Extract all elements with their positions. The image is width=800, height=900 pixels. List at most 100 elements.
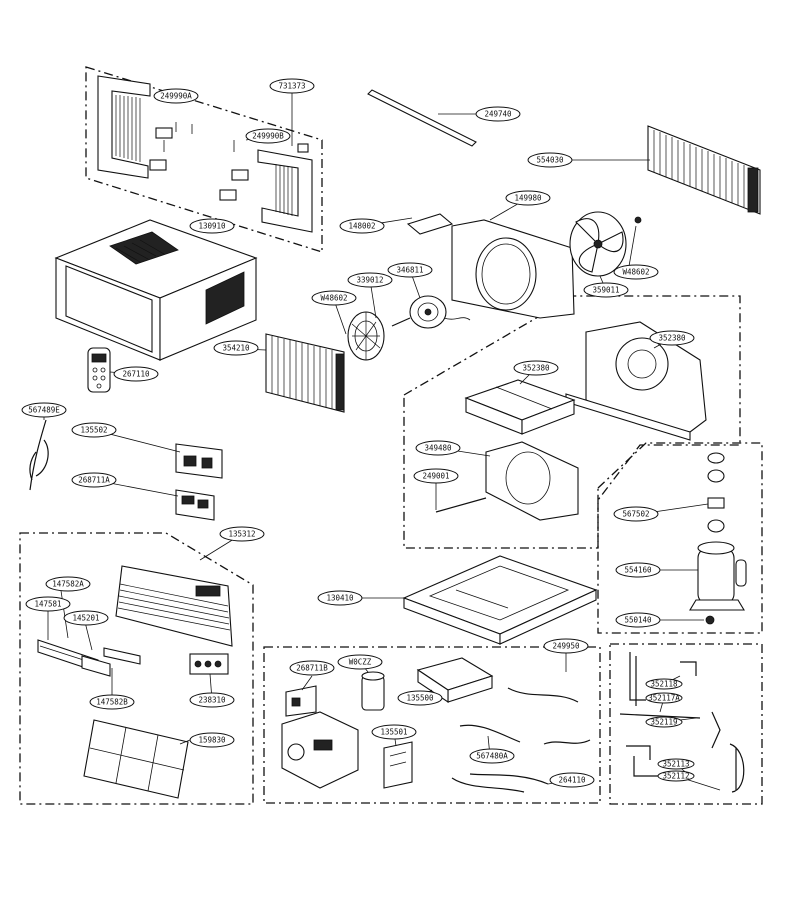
- part-callout: 148002: [339, 218, 385, 234]
- cabinet-side-louvers: [205, 271, 245, 325]
- compressor-terminal-parts: [707, 452, 725, 533]
- callout-oval: [71, 472, 117, 488]
- part-callout: W48602: [613, 264, 659, 280]
- callout-oval: [289, 660, 335, 676]
- callout-label: 349480: [424, 444, 452, 453]
- callout-label: 346811: [396, 266, 423, 275]
- part-callout: 147582B: [89, 694, 135, 710]
- callout-label: 268711A: [78, 476, 110, 485]
- compressor: [689, 541, 747, 625]
- boundary-electrical: [263, 646, 601, 804]
- air-handler-housing: [565, 321, 707, 441]
- fan-shroud: [406, 213, 575, 319]
- callout-oval: [615, 612, 661, 628]
- callout-label: 249990A: [160, 92, 192, 101]
- part-callout: 238310: [189, 692, 235, 708]
- cabinet: [54, 219, 258, 361]
- cover-plate: [416, 657, 494, 704]
- callout-label: 249001: [422, 472, 449, 481]
- part-callout: 352118: [645, 678, 683, 690]
- callout-label: 249950: [552, 642, 580, 651]
- callout-oval: [645, 716, 683, 728]
- callout-oval: [113, 366, 159, 382]
- callout-label: W0CZZ: [349, 658, 372, 667]
- callout-label: 148002: [348, 222, 375, 231]
- part-callout: 352117A: [645, 692, 683, 704]
- part-callout: 249990B: [245, 128, 291, 144]
- remote-control: [87, 347, 111, 393]
- callout-oval: [413, 468, 459, 484]
- callout-oval: [387, 262, 433, 278]
- callout-oval: [543, 638, 589, 654]
- boundary-front-panel: [19, 532, 254, 805]
- part-callout: 339012: [347, 272, 393, 288]
- callout-oval: [415, 440, 461, 456]
- part-callout: 354210: [213, 340, 259, 356]
- part-callout: 135500: [397, 690, 443, 706]
- part-callout: 554030: [527, 152, 573, 168]
- callout-label: 550140: [624, 616, 652, 625]
- callout-oval: [657, 758, 695, 770]
- callout-oval: [649, 330, 695, 346]
- callout-oval: [583, 282, 629, 298]
- callout-oval: [269, 78, 315, 94]
- part-callout: 352380: [513, 360, 559, 376]
- callout-label: 145201: [72, 614, 99, 623]
- part-callout: 159830: [189, 732, 235, 748]
- callout-label: 249990B: [252, 132, 284, 141]
- callout-oval: [527, 152, 573, 168]
- part-callout: 249950: [543, 638, 589, 654]
- base-pan: [402, 555, 598, 645]
- part-callout: 567502: [613, 506, 659, 522]
- callout-label: 359011: [592, 286, 619, 295]
- callout-oval: [25, 596, 71, 612]
- part-callout: 550140: [615, 612, 661, 628]
- callout-oval: [189, 218, 235, 234]
- fan-motor: [391, 295, 471, 329]
- callout-oval: [549, 772, 595, 788]
- top-rail: [367, 89, 477, 147]
- part-callout: 359011: [583, 282, 629, 298]
- part-callout: 135501: [371, 724, 417, 740]
- callout-oval: [657, 770, 695, 782]
- callout-label: 352380: [522, 364, 550, 373]
- curtain-brackets: [149, 122, 309, 201]
- part-callout: W48602: [311, 290, 357, 306]
- boundary-tubing: [609, 643, 763, 805]
- thermistor-lead: [435, 497, 487, 513]
- callout-oval: [505, 190, 551, 206]
- part-callout: W0CZZ: [337, 654, 383, 670]
- callout-label: 354210: [222, 344, 250, 353]
- group-boundaries: [19, 66, 763, 805]
- callout-oval: [397, 690, 443, 706]
- part-callout: 349480: [415, 440, 461, 456]
- callout-label: 238310: [198, 696, 226, 705]
- callout-label: 268711B: [296, 664, 328, 673]
- part-callout: 352112: [657, 770, 695, 782]
- part-callout: 130910: [189, 218, 235, 234]
- callout-label: 135501: [380, 728, 407, 737]
- callout-label: 567502: [622, 510, 649, 519]
- callout-oval: [469, 748, 515, 764]
- callout-label: 567489E: [28, 406, 60, 415]
- part-callout: 135502: [71, 422, 117, 438]
- part-callout: 249990A: [153, 88, 199, 104]
- part-callout: 267110: [113, 366, 159, 382]
- part-callout: 268711A: [71, 472, 117, 488]
- callout-oval: [645, 692, 683, 704]
- callout-oval: [89, 694, 135, 710]
- callout-label: 149980: [514, 194, 542, 203]
- front-grille: [115, 565, 233, 647]
- callout-oval: [213, 340, 259, 356]
- air-filter-screen: [83, 719, 189, 799]
- callout-oval: [189, 732, 235, 748]
- callout-oval: [189, 692, 235, 708]
- part-callout: 145201: [63, 610, 109, 626]
- part-callout: 346811: [387, 262, 433, 278]
- orifice-plate: [485, 441, 579, 521]
- callout-oval: [45, 576, 91, 592]
- part-callout: 249001: [413, 468, 459, 484]
- wire-harnesses: [451, 687, 591, 793]
